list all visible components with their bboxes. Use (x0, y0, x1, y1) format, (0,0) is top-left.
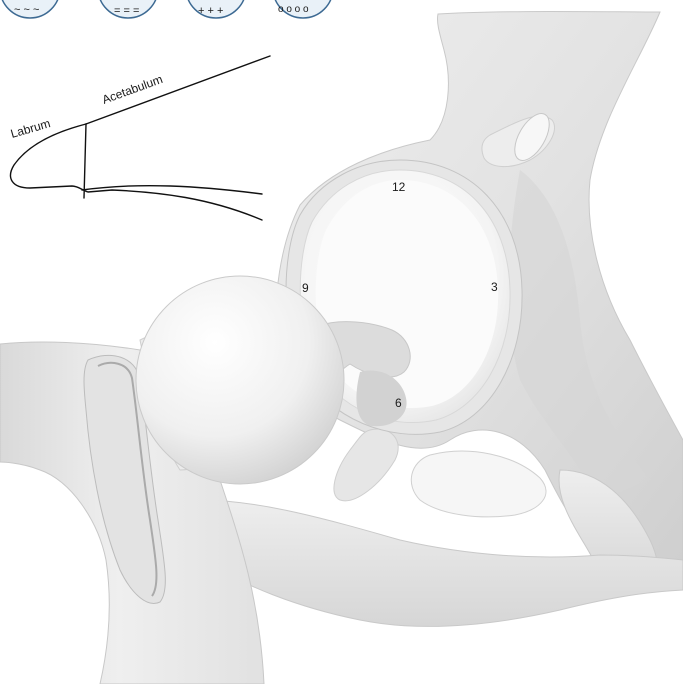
labrum-base-line (84, 124, 86, 198)
plus-pattern-glyph: + + + (198, 5, 223, 17)
label-acetabulum: Acetabulum (100, 72, 164, 107)
labrum-outline (11, 124, 262, 220)
wave-pattern-glyph: ~ ~ ~ (14, 4, 39, 16)
ischial-spine (334, 429, 398, 501)
circle-pattern-glyph: o o o o (278, 4, 309, 15)
plus-pattern-icon: + + + (186, 0, 246, 18)
clock-label-9: 9 (302, 281, 309, 295)
label-labrum: Labrum (9, 116, 52, 141)
clock-label-3: 3 (491, 280, 498, 294)
femoral-head (136, 276, 344, 484)
legend-icons: ~ ~ ~ = = = + + + o o o o (0, 0, 333, 18)
circle-pattern-icon: o o o o (273, 0, 333, 18)
clock-label-12: 12 (392, 180, 406, 194)
clock-label-6: 6 (395, 396, 402, 410)
dash-pattern-glyph: = = = (114, 5, 139, 17)
femur-bone (0, 276, 344, 684)
obturator-foramen (411, 451, 546, 517)
wave-pattern-icon: ~ ~ ~ (0, 0, 60, 18)
dash-pattern-icon: = = = (98, 0, 158, 18)
